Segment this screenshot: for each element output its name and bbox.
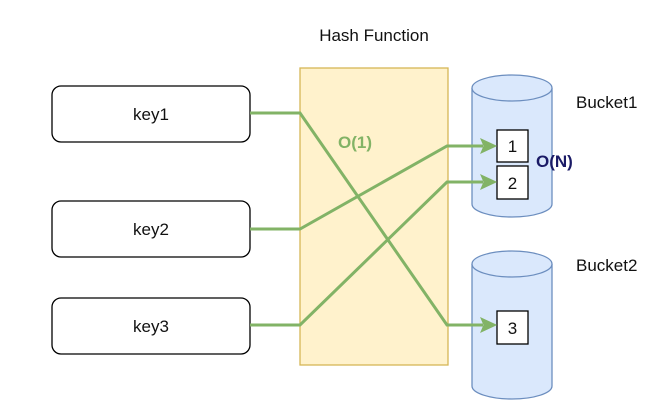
bucket-1-entry-2[interactable]: 2 — [496, 165, 529, 200]
key-node-2[interactable]: key2 — [51, 200, 251, 258]
key-label: key2 — [133, 220, 169, 239]
bucket-2-label: Bucket2 — [576, 256, 637, 275]
key-node-1[interactable]: key1 — [51, 85, 251, 143]
arrow-key1-to-entry-3 — [250, 111, 498, 334]
entry-label: 2 — [508, 174, 517, 193]
key-label: key1 — [133, 105, 169, 124]
arrow-key3-to-entry-2 — [250, 173, 498, 327]
arrow-key2-to-entry-1 — [250, 137, 498, 231]
bucket-complexity-label: O(N) — [536, 152, 573, 171]
key-label: key3 — [133, 317, 169, 336]
bucket-1-entry-1[interactable]: 1 — [496, 129, 529, 163]
bucket-2-entry-3[interactable]: 3 — [496, 310, 529, 345]
bucket-1-label: Bucket1 — [576, 93, 637, 112]
entry-label: 1 — [508, 137, 517, 156]
hash-complexity-label: O(1) — [338, 133, 372, 152]
key-node-3[interactable]: key3 — [51, 297, 251, 355]
entry-label: 3 — [508, 319, 517, 338]
diagram-title: Hash Function — [319, 26, 429, 45]
